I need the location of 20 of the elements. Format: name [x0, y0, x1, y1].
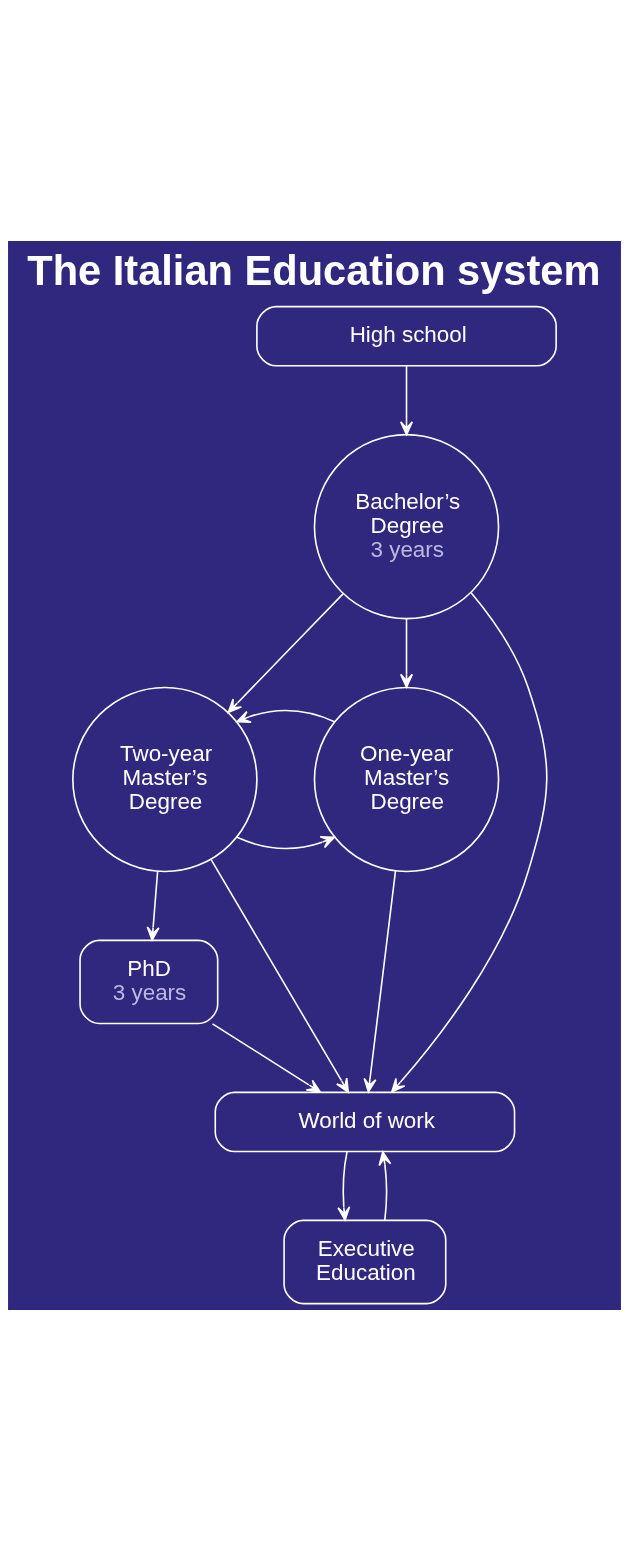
arrow	[210, 858, 350, 1093]
node-circle: Bachelor’s Degree 3 years	[313, 433, 500, 620]
diagram-title: The Italian Education system	[27, 247, 601, 295]
arrow	[399, 618, 414, 688]
arrow	[378, 1151, 392, 1221]
arrow	[227, 593, 344, 714]
node-circle: One-year Master’s Degree	[313, 686, 500, 873]
node-box: PhD 3 years	[79, 939, 219, 1025]
arrow	[236, 835, 336, 850]
node-box: High school	[256, 305, 557, 367]
node-box: Executive Education	[283, 1219, 447, 1305]
arrow	[236, 709, 336, 724]
node-circle: Two-year Master’s Degree	[72, 686, 258, 873]
node-box: World of work	[214, 1091, 516, 1153]
arrow	[399, 365, 414, 436]
arrow	[391, 592, 548, 1093]
arrow	[146, 870, 160, 941]
arrow	[363, 870, 397, 1093]
arrow	[337, 1151, 351, 1221]
arrow	[211, 1023, 321, 1093]
